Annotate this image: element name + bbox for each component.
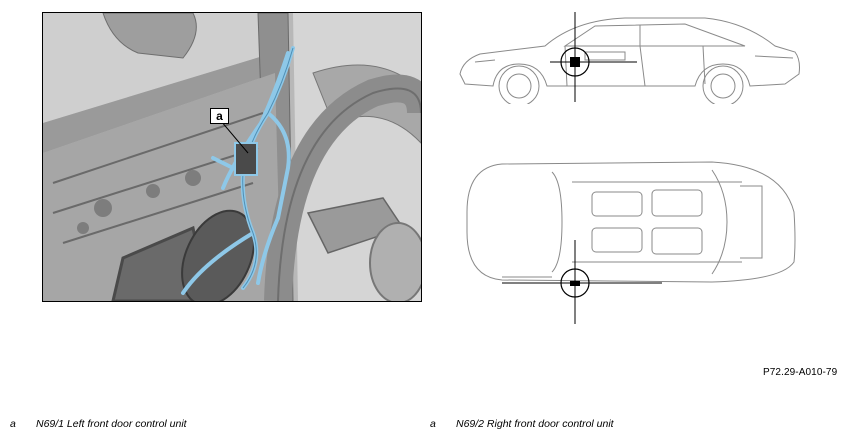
figure-reference-code: P72.29-A010-79: [763, 367, 838, 378]
vehicle-side-view: [459, 12, 800, 104]
legend-key: a: [430, 418, 436, 430]
callout-label: a: [210, 108, 229, 124]
crosshair-icon: [502, 240, 662, 324]
legend-key: a: [10, 418, 16, 430]
vehicle-top-view: [466, 161, 796, 324]
legend-item-right-door: a N69/2 Right front door control unit: [430, 418, 614, 430]
legend-text: N69/1 Left front door control unit: [36, 418, 187, 430]
legend-text: N69/2 Right front door control unit: [456, 418, 614, 430]
door-interior-illustration: [43, 13, 421, 301]
crosshair-icon: [550, 12, 637, 102]
door-interior-photo: [42, 12, 422, 302]
legend-item-left-door: a N69/1 Left front door control unit: [10, 418, 187, 430]
